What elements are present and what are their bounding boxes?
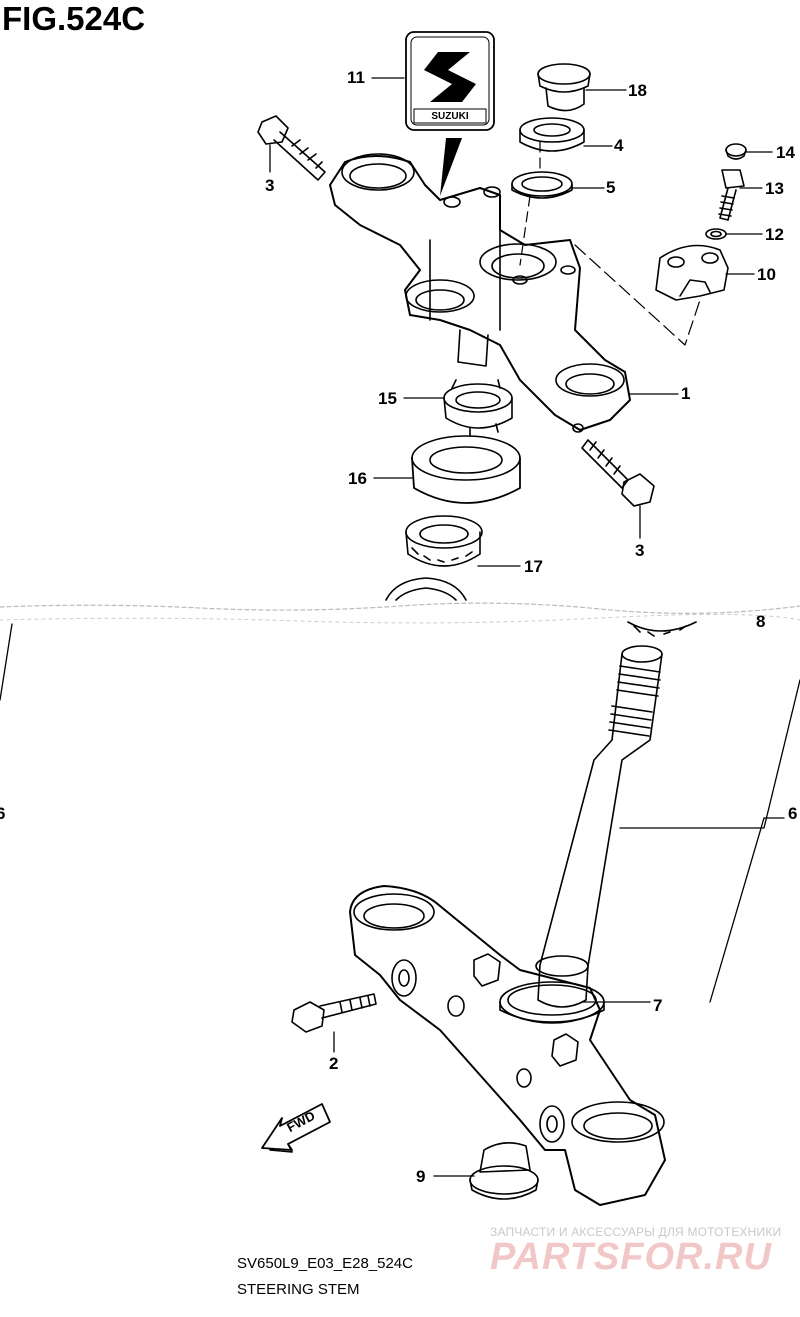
figure-title: FIG.524C <box>2 0 146 37</box>
callout-2: 2 <box>329 1054 339 1073</box>
bolt-13 <box>718 169 745 221</box>
callout-11: 11 <box>347 68 365 87</box>
callout-6-left: 6 <box>0 804 6 823</box>
callout-12: 12 <box>765 225 784 244</box>
cap-14 <box>725 143 747 160</box>
lower-seal-partial <box>385 577 467 601</box>
suzuki-logo-text: SUZUKI <box>431 111 469 122</box>
callout-1: 1 <box>681 384 691 403</box>
alignment-line <box>519 141 541 266</box>
callout-10: 10 <box>757 265 776 284</box>
callout-9: 9 <box>416 1167 426 1186</box>
lower-bracket <box>349 885 666 1206</box>
bearing-17 <box>405 515 483 567</box>
callout-6-right: 6 <box>788 804 798 823</box>
callout-16: 16 <box>348 469 367 488</box>
ring-5 <box>511 171 573 199</box>
diagram-code: SV650L9_E03_E28_524C <box>237 1255 413 1272</box>
callout-3-upper: 3 <box>265 176 275 195</box>
callout-15: 15 <box>378 389 397 408</box>
bolt-upper-left <box>257 115 326 181</box>
watermark-brand: PARTSFOR.RU <box>490 1236 772 1278</box>
callout-17: 17 <box>524 557 543 576</box>
steering-stem-6 <box>535 645 663 1008</box>
washer-12 <box>705 228 727 240</box>
callout-14: 14 <box>776 143 795 162</box>
callout-7: 7 <box>653 996 663 1015</box>
handlebar-holder-10 <box>655 244 729 301</box>
suzuki-emblem <box>405 31 495 196</box>
lower-bearing-partial <box>627 621 697 637</box>
cap-18 <box>537 63 591 112</box>
bolt-lower-right <box>581 439 655 507</box>
watermark-subtitle: ЗАПЧАСТИ И АКСЕССУАРЫ ДЛЯ МОТОТЕХНИКИ <box>490 1225 782 1239</box>
upper-bracket <box>329 153 631 433</box>
seal-16 <box>411 435 521 504</box>
bolt-2 <box>291 993 377 1033</box>
callout-4: 4 <box>614 136 624 155</box>
diagram-name: STEERING STEM <box>237 1281 360 1298</box>
callout-8: 8 <box>756 612 766 631</box>
washer-4 <box>519 117 585 152</box>
callout-18: 18 <box>628 81 647 100</box>
forward-arrow <box>261 1103 331 1153</box>
steering-nut-15 <box>443 379 513 437</box>
page-tear <box>0 602 800 614</box>
page-tear <box>0 613 800 624</box>
leader-lines <box>0 77 800 1177</box>
callout-13: 13 <box>765 179 784 198</box>
cap-9 <box>469 1142 539 1200</box>
alignment-line <box>574 244 701 346</box>
callout-5: 5 <box>606 178 616 197</box>
callout-3-lower: 3 <box>635 541 645 560</box>
